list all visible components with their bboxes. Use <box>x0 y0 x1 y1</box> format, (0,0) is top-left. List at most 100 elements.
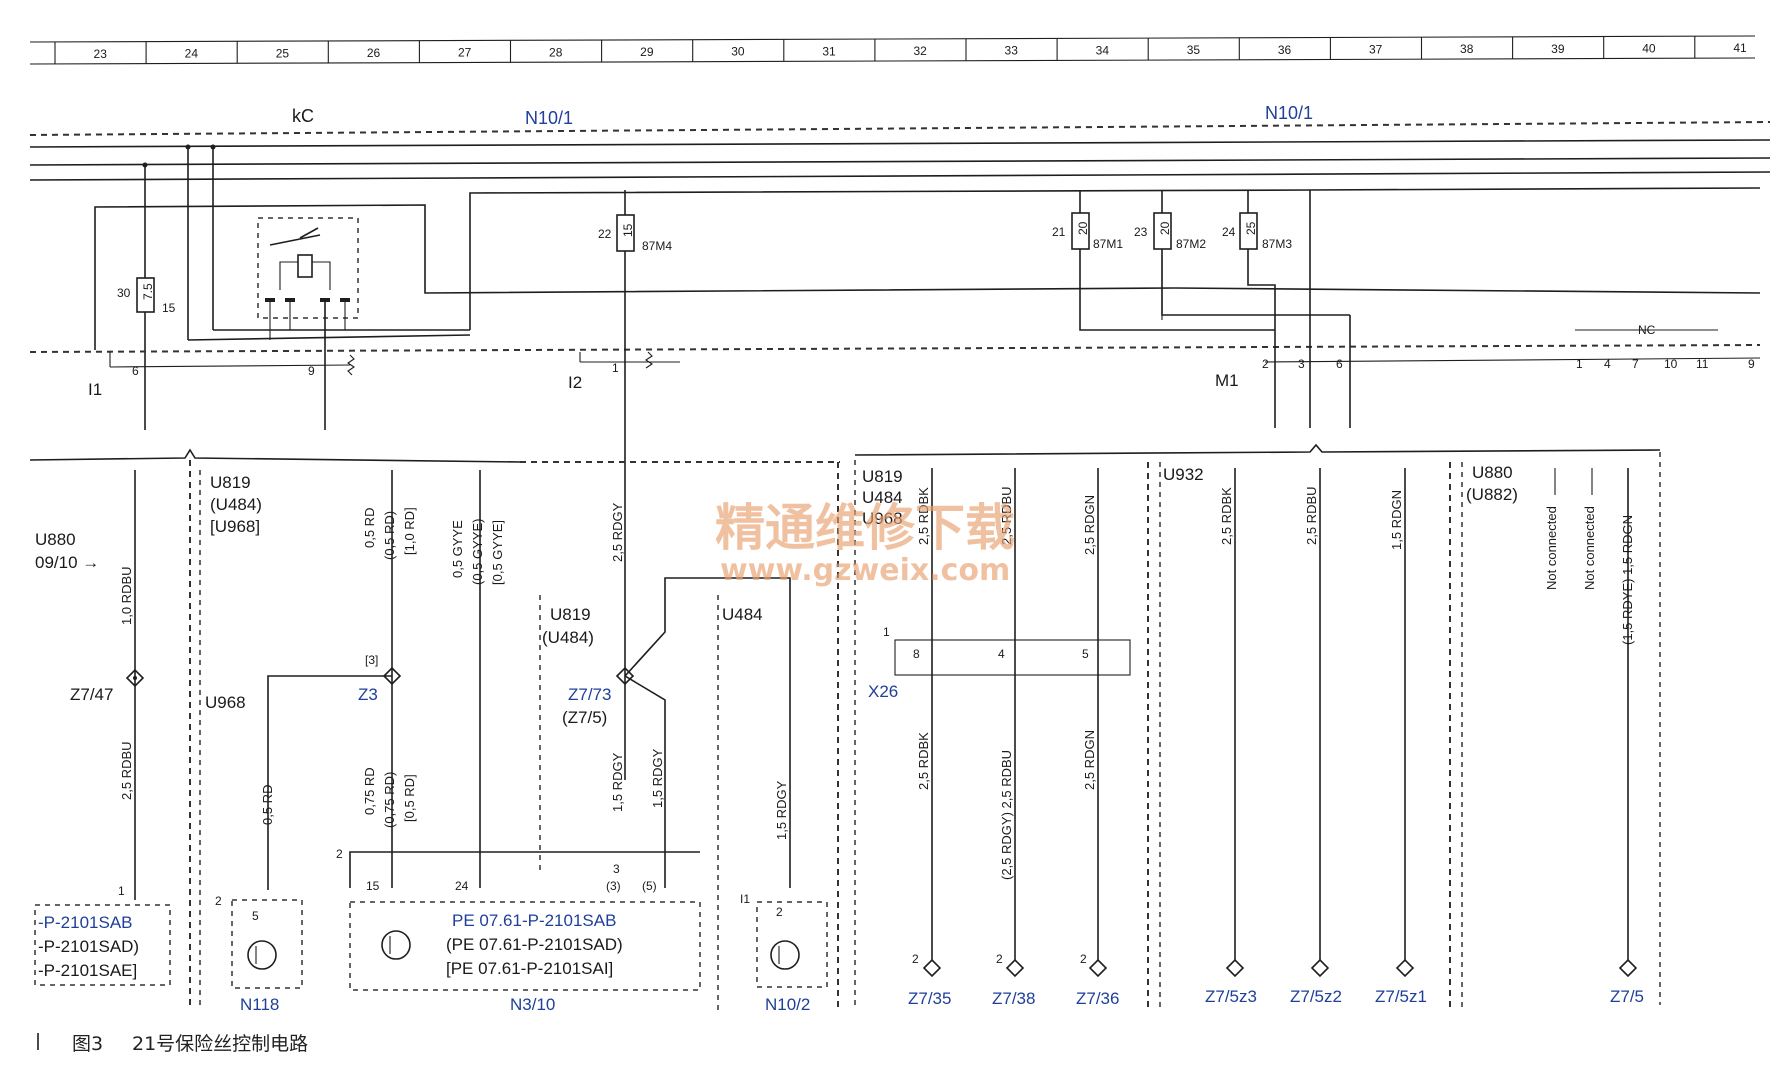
svg-text:1,5 RDGY: 1,5 RDGY <box>774 780 789 840</box>
svg-text:(0,75 RD): (0,75 RD) <box>382 772 397 828</box>
n10-2-label: N10/2 <box>765 995 810 1014</box>
section-labels: U880 09/10 → U819 (U484) [U968] U819 (U4… <box>35 463 1518 712</box>
svg-text:0,5 RD: 0,5 RD <box>260 785 275 825</box>
svg-text:Z7/5z3: Z7/5z3 <box>1205 987 1257 1006</box>
svg-text:-P-2101SAD): -P-2101SAD) <box>38 937 139 956</box>
svg-text:2: 2 <box>996 952 1003 966</box>
svg-text:87M2: 87M2 <box>1176 237 1206 251</box>
svg-text:0,75 RD: 0,75 RD <box>362 767 377 815</box>
svg-text:2: 2 <box>336 847 343 861</box>
svg-text:(Z7/5): (Z7/5) <box>562 708 607 727</box>
svg-text:(0,5 GYYE): (0,5 GYYE) <box>470 519 485 585</box>
svg-text:15: 15 <box>621 223 635 237</box>
svg-text:15: 15 <box>162 301 176 315</box>
svg-text:U968: U968 <box>205 693 246 712</box>
svg-text:Z7/5: Z7/5 <box>1610 987 1644 1006</box>
z7-73-label: Z7/73 <box>568 685 611 704</box>
svg-text:Z7/5z1: Z7/5z1 <box>1375 987 1427 1006</box>
figure-caption: 图3 21号保险丝控制电路 <box>37 1033 308 1055</box>
svg-text:1,5 RDGY: 1,5 RDGY <box>610 752 625 812</box>
svg-text:-P-2101SAE]: -P-2101SAE] <box>38 961 137 980</box>
ruler-label: 35 <box>1187 43 1201 57</box>
svg-text:1: 1 <box>883 625 890 639</box>
watermark: 精通维修下载 www.gzweix.com <box>715 499 1015 588</box>
kc-label: kC <box>292 106 314 126</box>
m1-pin-label: 4 <box>1604 357 1611 371</box>
svg-text:2,5 RDBK: 2,5 RDBK <box>916 487 931 545</box>
svg-text:(PE 07.61-P-2101SAD): (PE 07.61-P-2101SAD) <box>446 935 623 954</box>
svg-text:15: 15 <box>366 879 380 893</box>
svg-text:NC: NC <box>1638 323 1656 337</box>
n10-1-label-a: N10/1 <box>525 108 573 128</box>
svg-text:4: 4 <box>998 647 1005 661</box>
svg-text:(0,5 RD): (0,5 RD) <box>382 511 397 560</box>
fuse-area: 7.5 30 15 6 9 <box>29 144 1761 780</box>
svg-text:24: 24 <box>455 879 469 893</box>
svg-text:精通维修下载: 精通维修下载 <box>715 499 1015 557</box>
ruler-label: 29 <box>640 45 654 59</box>
n118-label: N118 <box>240 995 279 1014</box>
svg-text:1: 1 <box>118 884 125 898</box>
m1-pin-label: 10 <box>1664 357 1678 371</box>
ruler-label: 30 <box>731 45 745 59</box>
svg-text:1,5 RDGN: 1,5 RDGN <box>1389 490 1404 550</box>
m1-pin-label: 11 <box>1696 357 1709 371</box>
svg-text:(3): (3) <box>606 879 621 893</box>
svg-text:87M4: 87M4 <box>642 239 672 253</box>
section-dividers <box>29 443 1661 1010</box>
svg-text:2: 2 <box>912 952 919 966</box>
svg-text:09/10 →: 09/10 → <box>35 553 99 572</box>
ruler-label: 33 <box>1005 44 1019 58</box>
svg-text:www.gzweix.com: www.gzweix.com <box>720 553 1010 588</box>
svg-text:U484: U484 <box>722 605 763 624</box>
svg-text:24: 24 <box>1222 225 1236 239</box>
svg-text:PE 07.61-P-2101SAB: PE 07.61-P-2101SAB <box>452 911 616 930</box>
ruler-label: 23 <box>94 47 108 61</box>
svg-text:U880: U880 <box>35 530 76 549</box>
svg-text:6: 6 <box>1336 357 1343 371</box>
svg-text:2,5 RDGY: 2,5 RDGY <box>610 502 625 562</box>
svg-text:(U882): (U882) <box>1466 485 1518 504</box>
svg-text:87M3: 87M3 <box>1262 237 1292 251</box>
i2-label: I2 <box>568 373 582 392</box>
svg-text:2: 2 <box>1262 357 1269 371</box>
z7-47-label: Z7/47 <box>70 685 113 704</box>
svg-text:U819: U819 <box>210 473 251 492</box>
svg-text:[1,0 RD]: [1,0 RD] <box>402 507 417 555</box>
svg-text:Not connected: Not connected <box>1582 506 1597 590</box>
svg-text:Z7/35: Z7/35 <box>908 989 951 1008</box>
svg-text:1: 1 <box>612 361 619 375</box>
m1-pin-label: 7 <box>1632 357 1639 371</box>
svg-text:3: 3 <box>613 862 620 876</box>
svg-text:U968: U968 <box>862 509 903 528</box>
ruler-label: 32 <box>913 44 927 58</box>
svg-text:8: 8 <box>913 647 920 661</box>
svg-text:2,5 RDBK: 2,5 RDBK <box>916 732 931 790</box>
svg-text:0,5 RD: 0,5 RD <box>362 508 377 548</box>
n3-10-label: N3/10 <box>510 995 555 1014</box>
svg-text:2,5 RDBK: 2,5 RDBK <box>1219 487 1234 545</box>
svg-text:图3: 图3 <box>72 1033 103 1055</box>
u880-right-section: Not connected Not connected (1,5 RDYE) 1… <box>1544 468 1644 1006</box>
svg-text:87M1: 87M1 <box>1093 237 1123 251</box>
svg-text:-P-2101SAB: -P-2101SAB <box>38 913 133 932</box>
ruler-label: 25 <box>276 46 290 60</box>
ruler-label: 26 <box>367 46 381 60</box>
ruler-label: 39 <box>1551 42 1565 56</box>
m1-pin-label: 9 <box>1748 357 1755 371</box>
svg-text:2,5 RDGN: 2,5 RDGN <box>1082 730 1097 790</box>
ruler-label: 24 <box>185 47 199 61</box>
svg-text:2,5 RDBU: 2,5 RDBU <box>999 486 1014 545</box>
svg-text:[3]: [3] <box>365 653 378 667</box>
n10-2-box <box>756 901 828 988</box>
svg-text:2: 2 <box>215 894 222 908</box>
svg-text:9: 9 <box>308 364 315 378</box>
svg-text:[PE 07.61-P-2101SAI]: [PE 07.61-P-2101SAI] <box>446 959 613 978</box>
svg-text:5: 5 <box>252 909 259 923</box>
z3-label: Z3 <box>358 685 378 704</box>
svg-text:1,5 RDGY: 1,5 RDGY <box>650 748 665 808</box>
svg-text:2: 2 <box>1080 952 1087 966</box>
svg-text:25: 25 <box>1244 221 1258 235</box>
